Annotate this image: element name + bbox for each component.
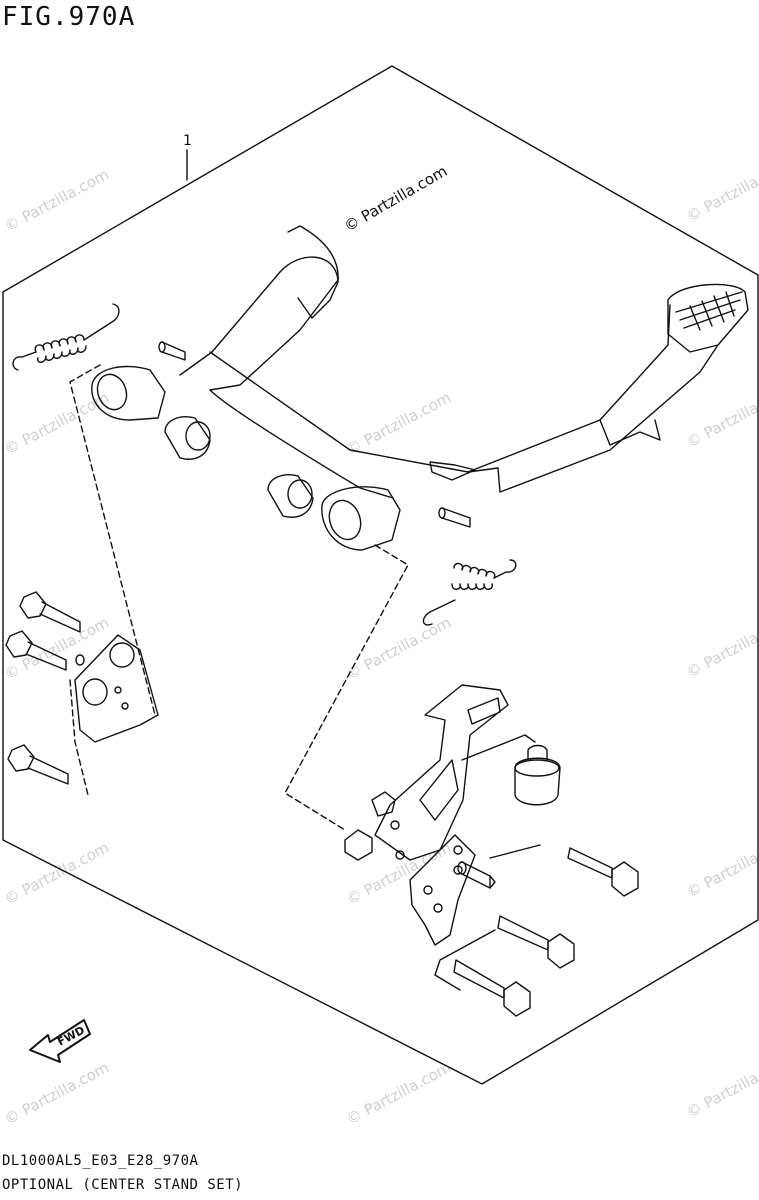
leader-bolts-right-2 xyxy=(434,929,496,991)
bolt-left-3 xyxy=(7,744,69,785)
watermark-text: © Partzilla.com xyxy=(683,381,759,451)
leader-dashed-left-lower xyxy=(69,679,89,796)
watermark-text: © Partzilla.com xyxy=(343,388,454,458)
bolt-right-1 xyxy=(567,847,639,897)
pin-right xyxy=(438,507,471,528)
center-stand-frame xyxy=(91,225,749,551)
leader-bolts-right xyxy=(489,844,541,859)
watermark-text: © Partzilla.com xyxy=(1,838,112,908)
bolt-left-2 xyxy=(5,630,67,671)
rubber-stopper xyxy=(514,744,561,806)
watermark-text: © Partzilla.com xyxy=(683,1051,759,1121)
kit-outline xyxy=(2,65,759,1085)
pin-left xyxy=(158,341,186,361)
leader-dashed-left xyxy=(69,364,156,716)
watermark-text: © Partzilla.com xyxy=(683,611,759,681)
washer-small xyxy=(75,654,85,666)
figure-title: FIG.970A xyxy=(2,2,136,32)
watermark-text: © Partzilla.com xyxy=(1,1058,112,1128)
watermark-text: © Partzilla.com xyxy=(343,838,454,908)
watermark-layer: © Partzilla.com © Partzilla.com © Partzi… xyxy=(1,155,759,1128)
bolt-right-3 xyxy=(453,959,531,1017)
mount-bracket-right xyxy=(344,684,509,946)
bolt-left-1 xyxy=(19,591,81,633)
watermark-text: © Partzilla.com xyxy=(1,388,112,458)
bushing-right xyxy=(267,474,314,518)
watermark-text: © Partzilla.com xyxy=(343,613,454,683)
diagram-title: OPTIONAL (CENTER STAND SET) xyxy=(2,1177,244,1193)
watermark-text: © Partzilla.com xyxy=(1,165,112,235)
fwd-arrow-icon xyxy=(29,1019,91,1063)
watermark-text: © Partzilla.com xyxy=(683,831,759,901)
callout-number: 1 xyxy=(183,133,192,149)
watermark-text: © Partzilla.com xyxy=(343,1058,454,1128)
watermark-text: © Partzilla.com xyxy=(683,155,759,225)
spring-upper xyxy=(12,303,120,371)
watermark-text: © Partzilla.com xyxy=(1,613,112,683)
leader-stopper xyxy=(461,734,536,761)
pin-bracket xyxy=(457,861,496,889)
bushing-left xyxy=(164,416,211,460)
diagram-code: DL1000AL5_E03_E28_970A xyxy=(2,1153,199,1169)
leader-dashed-right xyxy=(284,544,409,831)
spring-right xyxy=(422,559,517,626)
copyright-label: © Partzilla.com xyxy=(341,162,450,235)
bolt-right-2 xyxy=(497,915,575,969)
mount-plate-left xyxy=(74,634,159,743)
